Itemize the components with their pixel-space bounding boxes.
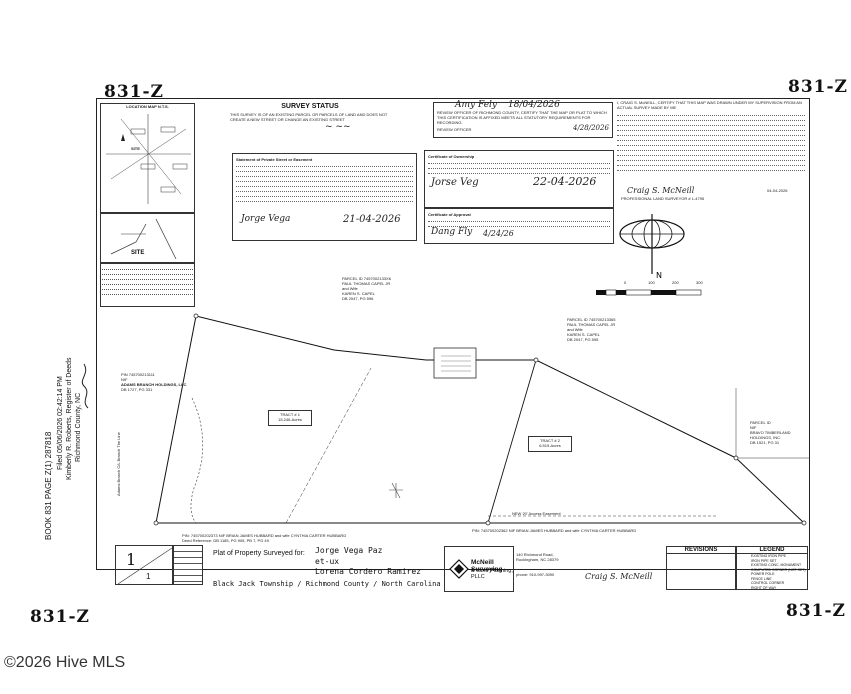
review-officer-signature: Amy Fely <box>455 100 498 110</box>
firm-phone: phone: 910-997-3090 <box>516 572 555 577</box>
scale-tick-100: 100 <box>648 280 655 285</box>
surveyor-signature: Craig S. McNeill <box>627 186 695 195</box>
ownership-date: 22-04-2026 <box>533 175 597 188</box>
firm-address: 140 Richmond Road, Rockingham, NC 28379 <box>516 552 559 562</box>
street-site-label: SITE <box>131 250 145 256</box>
scale-bar: 0 100 200 300 <box>596 280 706 301</box>
notes-block <box>100 263 195 307</box>
watermark: ©2026 Hive MLS <box>4 654 126 671</box>
register-signature <box>81 363 89 409</box>
surveyor-label: PROFESSIONAL LAND SURVEYOR # L-4795 <box>621 196 705 201</box>
surveyor-cert-block: I, CRAIG S. McNEILL, CERTIFY THAT THIS M… <box>617 100 805 202</box>
ownership-signature: Jorse Veg <box>431 177 479 188</box>
boundary-west <box>155 315 197 524</box>
centerline <box>285 367 372 524</box>
firm-logo: McNeill Surveying & Land Planning, PLLC <box>444 546 514 592</box>
scale-tick-200: 200 <box>672 280 679 285</box>
info-grid <box>173 545 203 585</box>
review-officer-block: Amy Fely 18/04/2026 REVIEW OFFICER OF RI… <box>433 100 613 140</box>
firm-name-2: & Land Planning, PLLC <box>471 568 513 580</box>
location-line: Black Jack Township / Richmond County / … <box>213 580 441 588</box>
survey-status-title: SURVEY STATUS <box>281 103 339 110</box>
sheet-number: 1 <box>126 550 137 569</box>
revisions-title: REVISIONS <box>667 547 735 554</box>
legend-title: LEGEND <box>737 547 807 554</box>
svg-text:N: N <box>656 271 662 280</box>
creek-label: Adams Branch C/L Branch The Line <box>116 432 121 496</box>
survey-status-signature: ~ ~~ <box>325 122 351 132</box>
firm-logo-icon <box>449 559 469 579</box>
approval-signature: Dang Fly <box>431 227 473 237</box>
boundary-east <box>735 457 805 524</box>
legend-item: FENCE LINE <box>751 576 772 581</box>
sheet-of: 1 <box>146 572 151 581</box>
review-officer-date2: 4/28/2026 <box>573 124 609 132</box>
plat-drawing <box>153 313 810 526</box>
corner-mark-bottom-right: 831-Z <box>786 601 846 621</box>
owner-line-1: Jorge Vega Paz <box>315 546 383 555</box>
location-map-title: LOCATION MAP N.T.S. <box>126 104 169 109</box>
corner-mark-top-right: 831-Z <box>788 77 848 97</box>
approval-date: 4/24/26 <box>483 229 514 238</box>
legend-item: CONTROL CORNER <box>751 581 785 585</box>
sheet-number-box: 1 1 <box>115 545 173 585</box>
survey-status-text: THIS SURVEY IS OF AN EXISTING PARCEL OR … <box>230 112 388 122</box>
corner-mark-top-left: 831-Z <box>104 82 164 102</box>
legend-item: POWER POLE <box>751 572 775 576</box>
private-streets-date: 21-04-2026 <box>343 214 401 225</box>
private-streets-title: Statement of Private Street or Easement <box>236 157 313 162</box>
title-signature: Craig S. McNeill <box>585 572 653 581</box>
private-streets-block: Statement of Private Street or Easement … <box>232 153 417 241</box>
easement-label: NEW 20' Access Easement <box>512 511 561 516</box>
surveyor-date: 04-04-2026 <box>767 188 788 193</box>
legend-item: COMPUTED CORNER (NOT SET) <box>751 567 806 572</box>
recording-register-line: Kimberly R. Roberts, Register of Deeds <box>66 357 73 480</box>
legend-item: EXISTING CONC. MONUMENT <box>751 563 802 567</box>
review-officer-text: REVIEW OFFICER OF RICHMOND COUNTY, CERTI… <box>437 110 607 125</box>
tract-divider <box>487 359 537 524</box>
plat-of-label: Plat of Property Surveyed for: <box>213 550 305 557</box>
location-map-drawing <box>106 114 191 204</box>
owner-line-3: Lorena Cordero Ramirez <box>315 567 421 576</box>
approval-title: Certificate of Approval <box>428 212 471 217</box>
north-arrow-icon: N <box>619 214 685 280</box>
tract-boundary-north <box>195 315 737 459</box>
corner-mark-bottom-left: 831-Z <box>30 607 90 627</box>
approval-block: Certificate of Approval Dang Fly 4/24/26 <box>424 208 614 244</box>
recording-filed-line: Filed 05/06/2026 02:42:14 PM <box>57 376 64 470</box>
legend-box: LEGEND EXISTING IRON PIPE IRON PIPE SET … <box>736 546 808 590</box>
scale-tick-0: 0 <box>624 280 627 285</box>
scale-tick-300: 300 <box>696 280 703 285</box>
parcel-south: PIN: 745700202373 NIF BRIAN JAMES HUBBAR… <box>182 533 347 543</box>
ownership-block: Certificate of Ownership Jorse Veg 22-04… <box>424 150 614 208</box>
location-map: LOCATION MAP N.T.S. SITE <box>100 103 195 213</box>
location-site-label: SITE <box>131 146 140 151</box>
surveyor-cert-text: I, CRAIG S. McNEILL, CERTIFY THAT THIS M… <box>617 100 802 110</box>
revisions-box: REVISIONS <box>666 546 736 590</box>
ownership-title: Certificate of Ownership <box>428 154 475 159</box>
review-officer-label: REVIEW OFFICER <box>437 127 472 132</box>
review-officer-date: 18/04/2026 <box>508 100 560 110</box>
survey-status-block: SURVEY STATUS THIS SURVEY IS OF AN EXIST… <box>230 103 390 132</box>
street-map-drawing <box>110 218 177 260</box>
owner-line-2: et-ux <box>315 557 340 566</box>
parcel-south-2: PIN: 745700202362 NIF BRIAN JAMES HUBBAR… <box>472 528 637 533</box>
legend-item: EXISTING IRON PIPE <box>751 554 787 558</box>
private-streets-signature: Jorge Vega <box>241 214 291 224</box>
recording-book-line: BOOK 831 PAGE Z(1) 287818 <box>44 431 53 540</box>
street-map: SITE <box>100 213 195 263</box>
creek-line <box>190 397 204 524</box>
legend-item: IRON PIPE SET <box>751 558 777 563</box>
legend-item: RIGHT OF WAY <box>751 585 777 590</box>
firm-name-1: McNeill Surveying <box>471 559 503 573</box>
